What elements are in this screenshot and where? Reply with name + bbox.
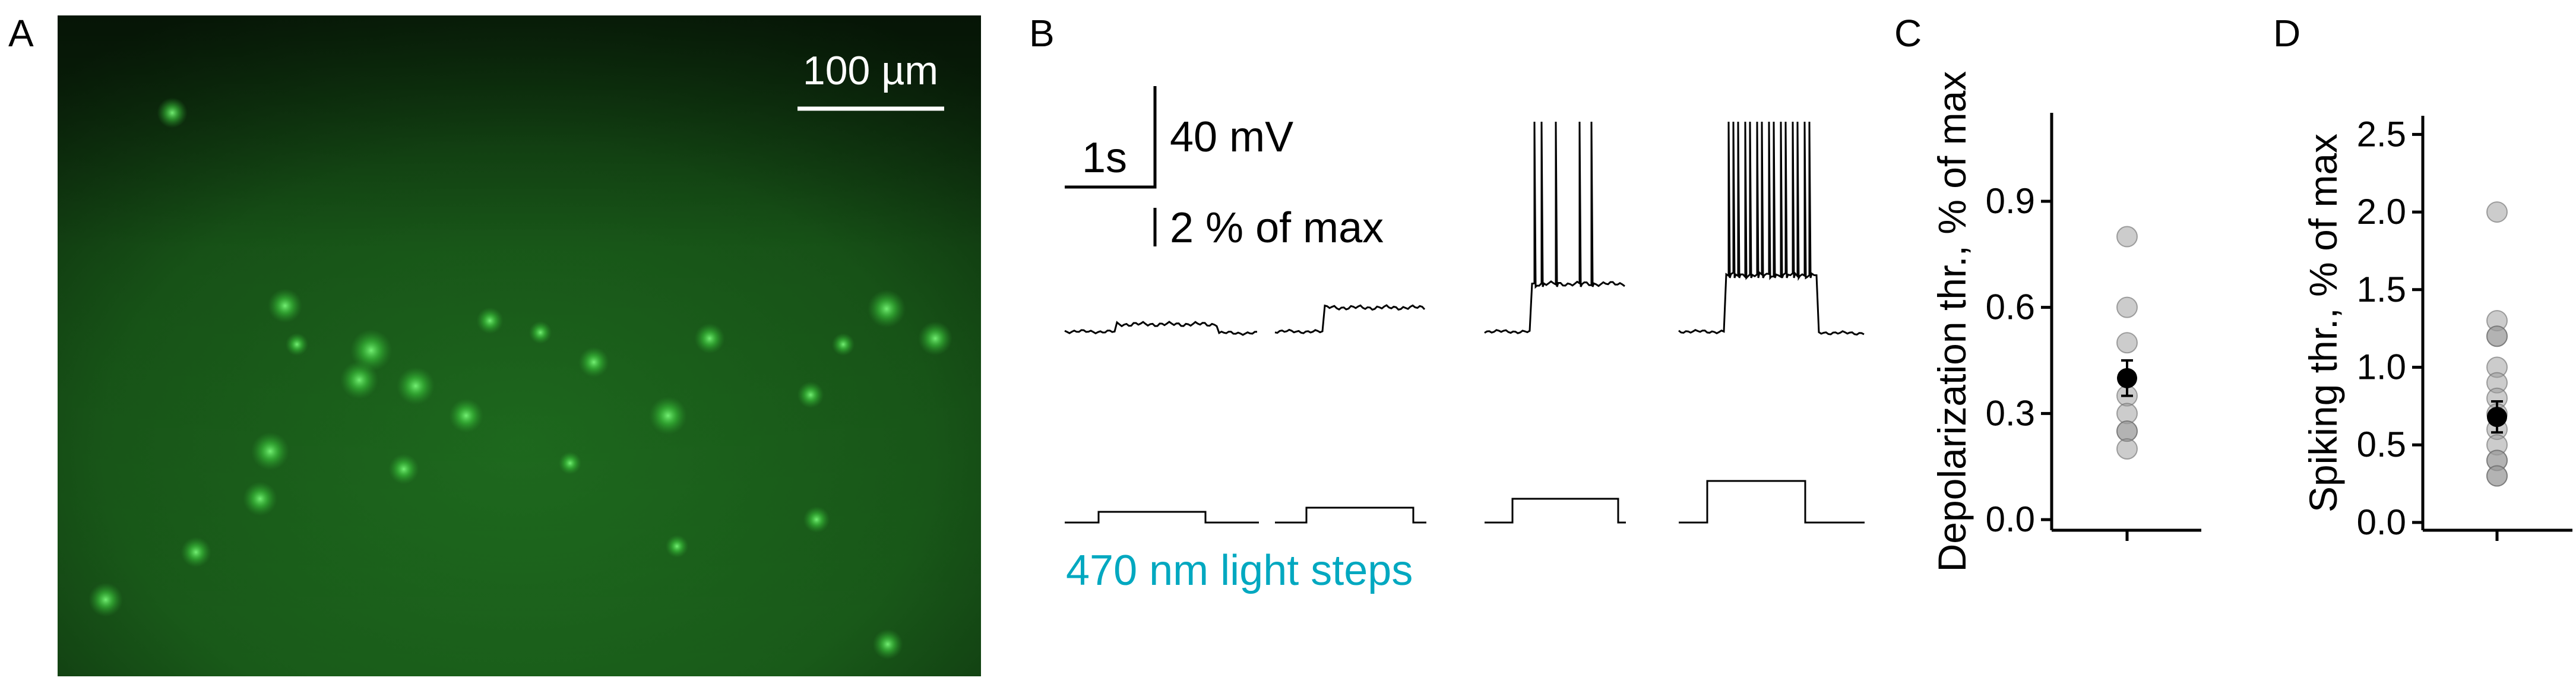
cell-spot	[831, 333, 855, 356]
y-tick-label: 0.0	[2357, 502, 2406, 542]
cell-spot	[397, 367, 435, 405]
y-tick-label: 0.0	[1986, 499, 2035, 539]
panel-d-letter: D	[2273, 12, 2300, 55]
cell-spot	[268, 289, 302, 323]
voltage-trace	[1484, 121, 1625, 334]
cell-spot	[340, 361, 378, 399]
voltage-scale-label: 40 mV	[1170, 113, 1293, 161]
panel-c-chart: 0.0 0.3 0.6 0.9 Depolarization thr., % of ma…	[1930, 71, 2201, 572]
voltage-trace	[1064, 321, 1258, 336]
cell-spot	[803, 506, 830, 533]
panel-a-letter: A	[8, 12, 34, 55]
voltage-traces	[1064, 121, 1865, 336]
cell-spot	[649, 397, 687, 435]
y-tick-label: 0.6	[1986, 287, 2035, 327]
panel-a-micrograph: 100 µm	[58, 15, 981, 676]
cell-spot	[918, 321, 952, 356]
mean-point	[2487, 407, 2507, 428]
stimulus-label: 470 nm light steps	[1066, 547, 1413, 594]
y-tick-label: 2.5	[2357, 114, 2406, 154]
fluorescent-cells	[88, 97, 952, 660]
light-step-trace	[1485, 498, 1626, 524]
cell-spot	[243, 482, 277, 516]
light-step-trace	[1275, 506, 1426, 524]
panel-c-letter: C	[1894, 12, 1922, 55]
data-point	[2116, 226, 2138, 248]
cell-spot	[350, 329, 393, 372]
data-point	[2486, 201, 2508, 223]
y-axis-label: Depolarization thr., % of max	[1930, 71, 1974, 572]
cell-spot	[665, 534, 689, 558]
data-point	[2486, 465, 2508, 487]
y-tick-label: 0.5	[2357, 425, 2406, 464]
time-scale-label: 1s	[1082, 134, 1127, 182]
cell-spot	[529, 321, 552, 344]
cell-spot	[285, 333, 309, 356]
cell-spot	[797, 381, 824, 409]
y-tick-label: 1.0	[2357, 347, 2406, 387]
scale-bar-label: 100 µm	[803, 48, 938, 93]
cell-spot	[388, 454, 419, 485]
light-step-trace	[1679, 480, 1865, 524]
cell-spot	[251, 432, 289, 470]
light-scale-label: 2 % of max	[1170, 204, 1384, 252]
cell-spot	[578, 347, 609, 378]
cell-spot	[157, 97, 188, 128]
cell-spot	[88, 582, 123, 617]
panel-b-letter: B	[1029, 12, 1055, 55]
cell-spot	[476, 307, 504, 334]
y-axis-label: Spiking thr., % of max	[2301, 134, 2345, 512]
cell-spot	[449, 398, 483, 433]
cell-spot	[872, 629, 903, 660]
light-step-trace	[1065, 511, 1259, 524]
y-tick-label: 0.9	[1986, 181, 2035, 221]
cell-spot	[558, 451, 582, 475]
data-point	[2116, 438, 2138, 460]
cell-spot	[694, 323, 725, 354]
micrograph-shading	[58, 15, 981, 676]
light-step-traces	[1065, 480, 1865, 524]
data-point	[2116, 296, 2138, 318]
voltage-trace	[1678, 121, 1865, 336]
y-tick-label: 2.0	[2357, 192, 2406, 232]
time-voltage-scale-bar	[1065, 86, 1157, 189]
cell-spot	[181, 537, 211, 568]
cell-spot	[868, 290, 906, 328]
data-point	[2486, 325, 2508, 347]
y-tick-label: 0.3	[1986, 393, 2035, 433]
mean-point	[2117, 368, 2137, 388]
panel-b-traces: 1s 40 mV 2 % of max 470 nm light steps	[1064, 86, 1865, 594]
voltage-trace	[1274, 304, 1426, 334]
y-tick-label: 1.5	[2357, 270, 2406, 309]
data-point	[2116, 332, 2138, 354]
